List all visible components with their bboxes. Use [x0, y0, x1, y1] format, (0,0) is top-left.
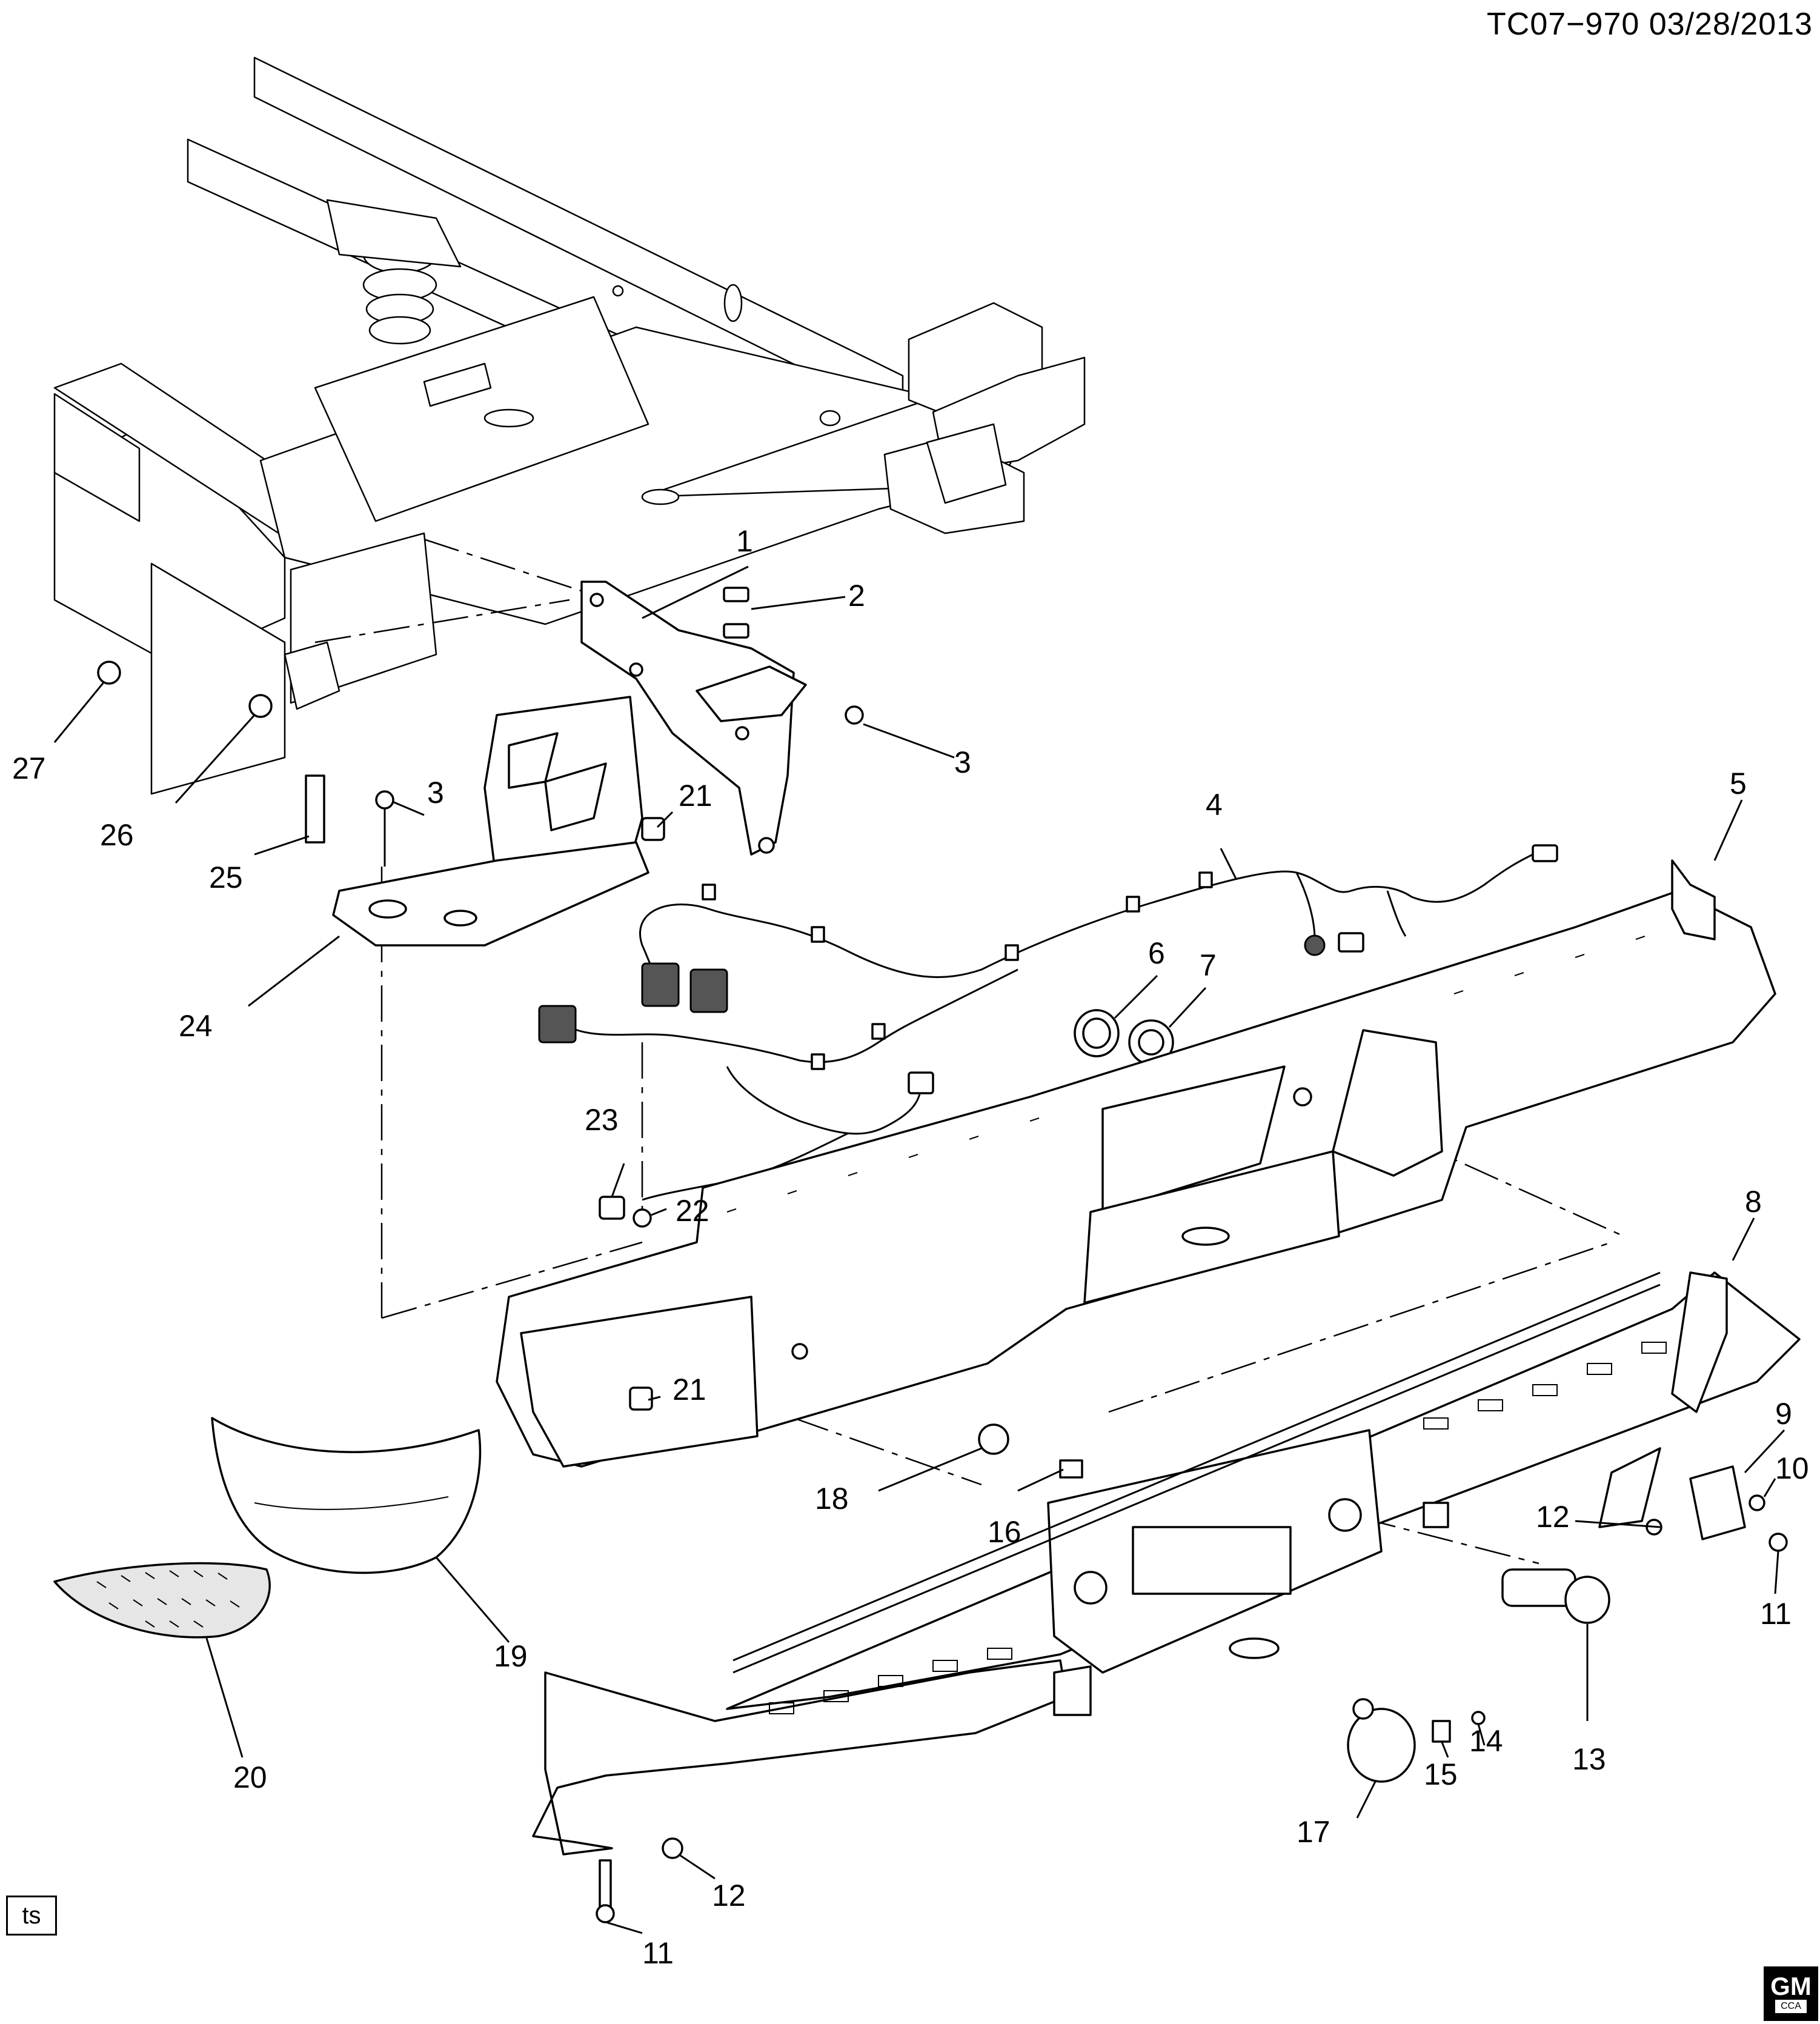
callout-11-lower: 11 — [642, 1936, 674, 1970]
bumper-bracket-lower — [332, 696, 649, 947]
hardware — [97, 587, 1788, 1923]
callout-24: 24 — [179, 1009, 213, 1043]
gm-logo: GM CCA — [1764, 1966, 1818, 2021]
callout-12-upper: 12 — [1536, 1500, 1570, 1534]
leader-lines — [53, 565, 1785, 1934]
callout-3-upper: 3 — [954, 745, 971, 779]
step-pad-bezel — [211, 1417, 482, 1574]
callout-15: 15 — [1424, 1757, 1458, 1791]
drawing-id: TC07−970 03/28/2013 — [1487, 7, 1813, 42]
callouts: 1 2 3 3 4 5 6 7 8 9 10 11 11 12 12 13 14… — [12, 524, 1809, 1970]
callout-21-upper: 21 — [679, 779, 712, 813]
callout-25: 25 — [209, 861, 243, 894]
callout-13: 13 — [1572, 1742, 1606, 1776]
callout-1: 1 — [736, 524, 753, 558]
callout-26: 26 — [100, 818, 134, 852]
callout-3-lower: 3 — [427, 776, 444, 810]
callout-16: 16 — [988, 1515, 1021, 1549]
wiring-harness — [538, 844, 1558, 1201]
callout-21-lower: 21 — [673, 1373, 706, 1406]
callout-14: 14 — [1469, 1724, 1503, 1758]
rear-bumper-upper — [496, 859, 1776, 1468]
callout-9: 9 — [1775, 1397, 1792, 1431]
callout-20: 20 — [233, 1760, 267, 1794]
callout-18: 18 — [815, 1482, 849, 1516]
callout-12-lower: 12 — [712, 1879, 746, 1912]
bumper-bracket-upper — [580, 581, 807, 856]
callout-10: 10 — [1775, 1451, 1809, 1485]
sensor-grommets — [1074, 1009, 1174, 1065]
jounce-bumper — [326, 199, 462, 345]
step-pad — [53, 1562, 271, 1639]
callout-6: 6 — [1148, 936, 1165, 970]
callout-7: 7 — [1200, 948, 1217, 982]
callout-23: 23 — [585, 1103, 619, 1137]
callout-4: 4 — [1206, 788, 1223, 822]
callout-8: 8 — [1745, 1185, 1762, 1219]
callout-2: 2 — [848, 579, 865, 613]
vehicle-frame — [53, 56, 1086, 795]
gm-logo-text: GM — [1770, 1972, 1812, 2000]
callout-11-upper: 11 — [1760, 1597, 1792, 1631]
gm-logo-subtext: CCA — [1775, 2000, 1807, 2013]
callout-27: 27 — [12, 751, 46, 785]
callout-22: 22 — [676, 1194, 709, 1228]
callout-19: 19 — [494, 1639, 528, 1673]
callout-17: 17 — [1297, 1815, 1330, 1849]
rear-bumper-step — [532, 1271, 1801, 1856]
ts-label: ts — [6, 1896, 57, 1936]
callout-5: 5 — [1730, 767, 1747, 801]
